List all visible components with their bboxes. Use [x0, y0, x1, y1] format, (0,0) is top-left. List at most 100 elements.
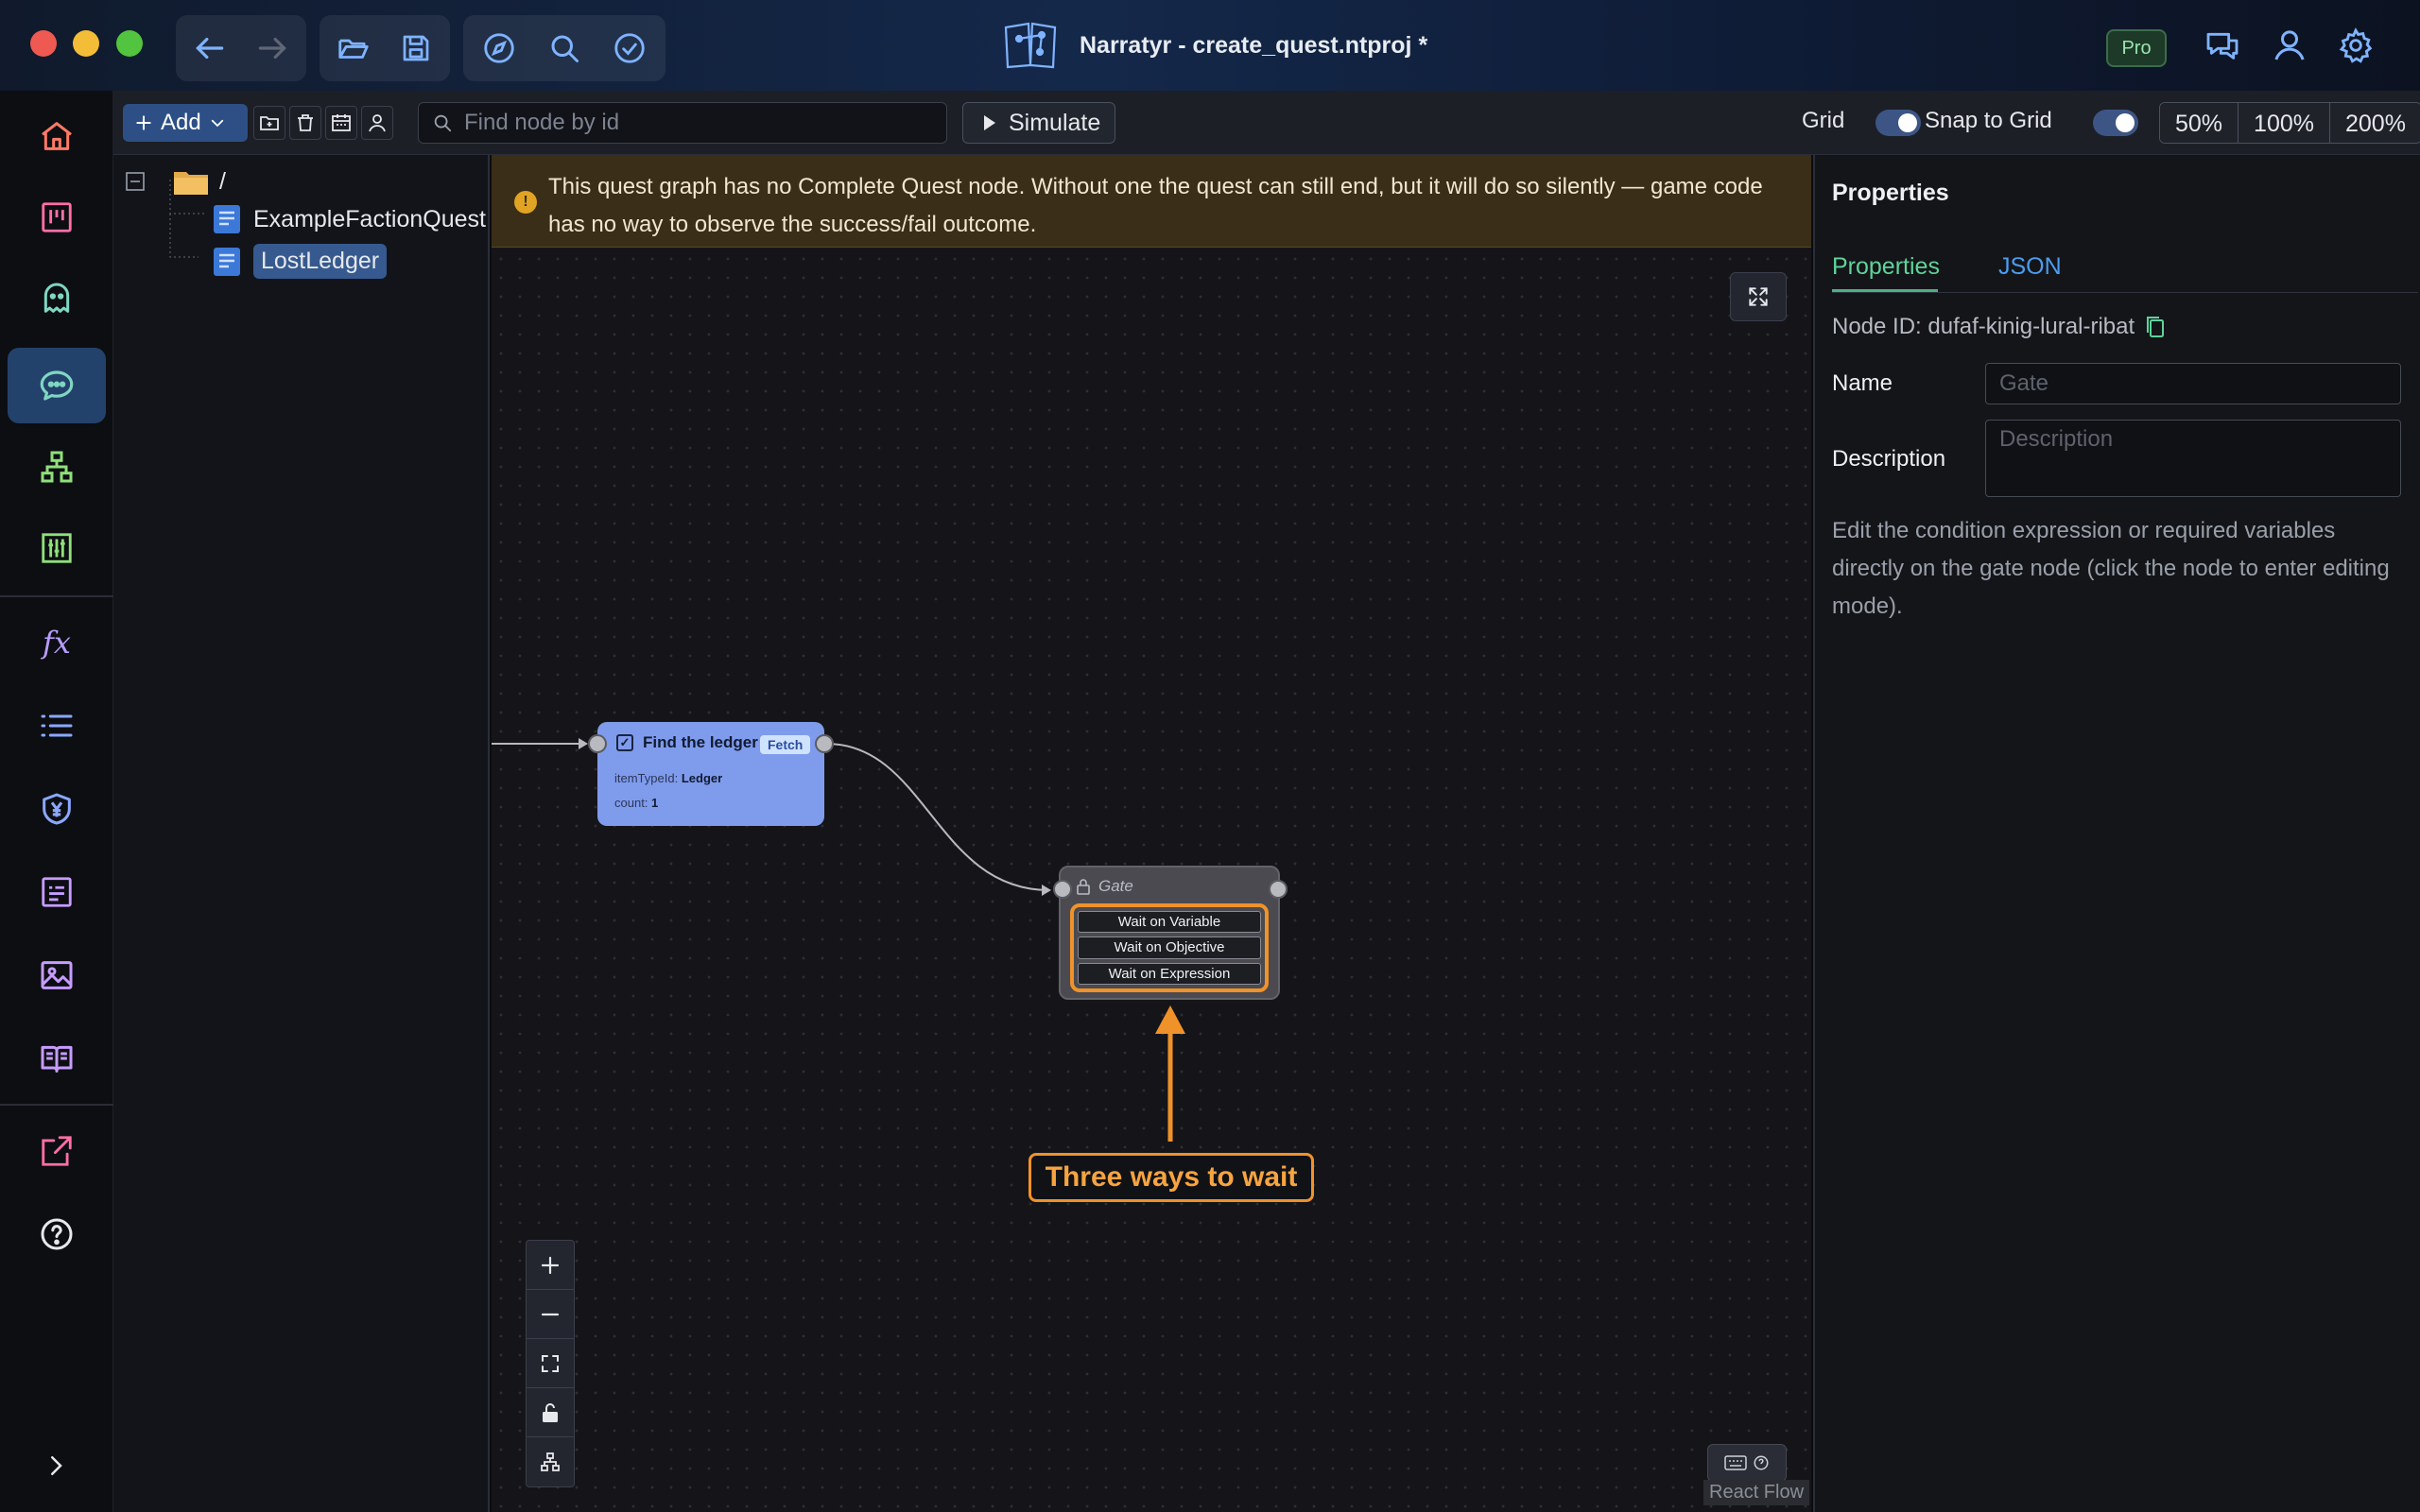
expand-icon — [1749, 287, 1768, 306]
function-icon: fx — [43, 625, 71, 661]
gate-node[interactable]: Gate Wait on Variable Wait on Objective … — [1059, 866, 1280, 1000]
tree-item-label: ExampleFactionQuest — [253, 205, 486, 232]
maximize-window-button[interactable] — [116, 30, 143, 57]
ghost-icon — [43, 283, 70, 313]
property-key: itemTypeId: — [614, 771, 679, 785]
sidebar-item-help[interactable] — [8, 1196, 106, 1272]
play-icon — [984, 115, 995, 130]
properties-panel: Properties Properties JSON Node ID: dufa… — [1813, 155, 2420, 1512]
tree-root-row[interactable]: / — [125, 166, 226, 197]
tab-json[interactable]: JSON — [1998, 253, 2062, 280]
keyboard-icon — [1724, 1455, 1747, 1470]
gate-input-handle[interactable] — [1053, 880, 1072, 899]
sidebar-item-export[interactable] — [8, 1113, 106, 1189]
graph-edges — [492, 738, 1185, 1142]
fetch-output-handle[interactable] — [815, 734, 834, 753]
simulate-button[interactable]: Simulate — [962, 102, 1115, 144]
sidebar-item-economy[interactable] — [8, 771, 106, 847]
toggle-interactivity-button[interactable] — [527, 1388, 574, 1437]
shield-yen-icon — [43, 793, 71, 825]
sidebar-item-variables[interactable] — [8, 510, 106, 586]
check-circle-icon — [614, 33, 645, 63]
property-value: Ledger — [681, 771, 723, 785]
home-icon — [42, 122, 72, 150]
zoom-presets: 50% 100% 200% — [2159, 102, 2420, 144]
book-icon — [41, 1045, 73, 1073]
feedback-button[interactable] — [2200, 23, 2245, 68]
zoom-200-button[interactable]: 200% — [2330, 103, 2420, 143]
forward-button[interactable] — [251, 26, 293, 71]
auto-layout-button[interactable] — [527, 1437, 574, 1486]
tree-item-examplefactionquest[interactable]: ExampleFactionQuest — [210, 202, 486, 236]
sidebar-item-docs[interactable] — [8, 1021, 106, 1096]
sidebar-item-lists[interactable] — [8, 688, 106, 764]
sidebar-item-board[interactable] — [8, 180, 106, 255]
fit-view-button[interactable] — [527, 1339, 574, 1388]
sidebar-item-assets[interactable] — [8, 937, 106, 1013]
settings-button[interactable] — [2333, 23, 2378, 68]
zoom-out-button[interactable] — [527, 1290, 574, 1339]
calendar-button[interactable] — [325, 106, 357, 140]
node-property: count: 1 — [614, 796, 658, 810]
wait-on-variable-button[interactable]: Wait on Variable — [1078, 911, 1261, 934]
user-node-button[interactable] — [361, 106, 393, 140]
zoom-50-button[interactable]: 50% — [2160, 103, 2239, 143]
checkbox-icon: ✓ — [616, 734, 633, 751]
grid-toggle[interactable] — [1876, 110, 1921, 136]
account-button[interactable] — [2267, 23, 2312, 68]
new-folder-button[interactable] — [253, 106, 285, 140]
search-button[interactable] — [542, 26, 586, 71]
sidebar-item-forms[interactable] — [8, 854, 106, 930]
sidebar-item-structure[interactable] — [8, 429, 106, 505]
description-input[interactable] — [1985, 420, 2401, 497]
zoom-in-button[interactable] — [527, 1241, 574, 1290]
open-project-button[interactable] — [333, 26, 374, 71]
add-node-button[interactable]: Add — [123, 104, 248, 142]
wait-on-objective-button[interactable]: Wait on Objective — [1078, 936, 1261, 959]
close-window-button[interactable] — [30, 30, 57, 57]
name-input[interactable] — [1985, 363, 2401, 404]
sidebar-item-functions[interactable]: fx — [8, 605, 106, 680]
folder-icon — [174, 172, 208, 195]
active-tab-indicator — [1832, 289, 1938, 292]
external-link-icon — [42, 1136, 72, 1166]
tutorial-callout: Three ways to wait — [1028, 1153, 1314, 1202]
zoom-100-button[interactable]: 100% — [2238, 103, 2330, 143]
tab-properties[interactable]: Properties — [1832, 253, 1940, 280]
keyboard-help-button[interactable] — [1707, 1444, 1787, 1482]
save-button[interactable] — [395, 26, 437, 71]
node-id-row: Node ID: dufaf-kinig-lural-ribat — [1832, 314, 2167, 340]
back-button[interactable] — [189, 26, 231, 71]
quest-file-icon — [214, 247, 240, 276]
fetch-node[interactable]: ✓ Find the ledger Fetch itemTypeId: Ledg… — [597, 722, 824, 826]
sidebar-item-home[interactable] — [8, 98, 106, 174]
history-group — [176, 15, 306, 81]
save-icon — [403, 35, 429, 61]
sidebar-divider — [0, 595, 113, 597]
title-bar: Narratyr - create_quest.ntproj * Pro — [0, 0, 2420, 91]
tree-item-lostledger[interactable]: LostLedger — [202, 244, 388, 279]
minimize-window-button[interactable] — [73, 30, 99, 57]
graph-canvas[interactable]: ! This quest graph has no Complete Quest… — [492, 155, 1811, 1512]
navigate-button[interactable] — [476, 26, 521, 71]
fullscreen-button[interactable] — [1730, 272, 1787, 321]
fetch-input-handle[interactable] — [588, 734, 607, 753]
pro-badge[interactable]: Pro — [2106, 29, 2167, 67]
copy-icon[interactable] — [2144, 315, 2167, 339]
question-icon — [1754, 1455, 1769, 1470]
properties-title: Properties — [1832, 180, 1949, 206]
validate-button[interactable] — [608, 26, 652, 71]
window-title: Narratyr - create_quest.ntproj * — [1002, 17, 1427, 74]
sidebar-item-dialogue[interactable] — [8, 348, 106, 423]
expand-sidebar-button[interactable] — [42, 1452, 70, 1480]
wait-on-expression-button[interactable]: Wait on Expression — [1078, 962, 1261, 985]
delete-button[interactable] — [289, 106, 321, 140]
sidebar-item-characters[interactable] — [8, 261, 106, 336]
snap-to-grid-toggle[interactable] — [2093, 110, 2138, 136]
find-node-input[interactable] — [464, 110, 918, 136]
react-flow-attribution[interactable]: React Flow — [1703, 1480, 1810, 1505]
warning-icon: ! — [514, 191, 537, 214]
find-node-search[interactable] — [418, 102, 947, 144]
file-group — [320, 15, 450, 81]
gate-output-handle[interactable] — [1269, 880, 1288, 899]
